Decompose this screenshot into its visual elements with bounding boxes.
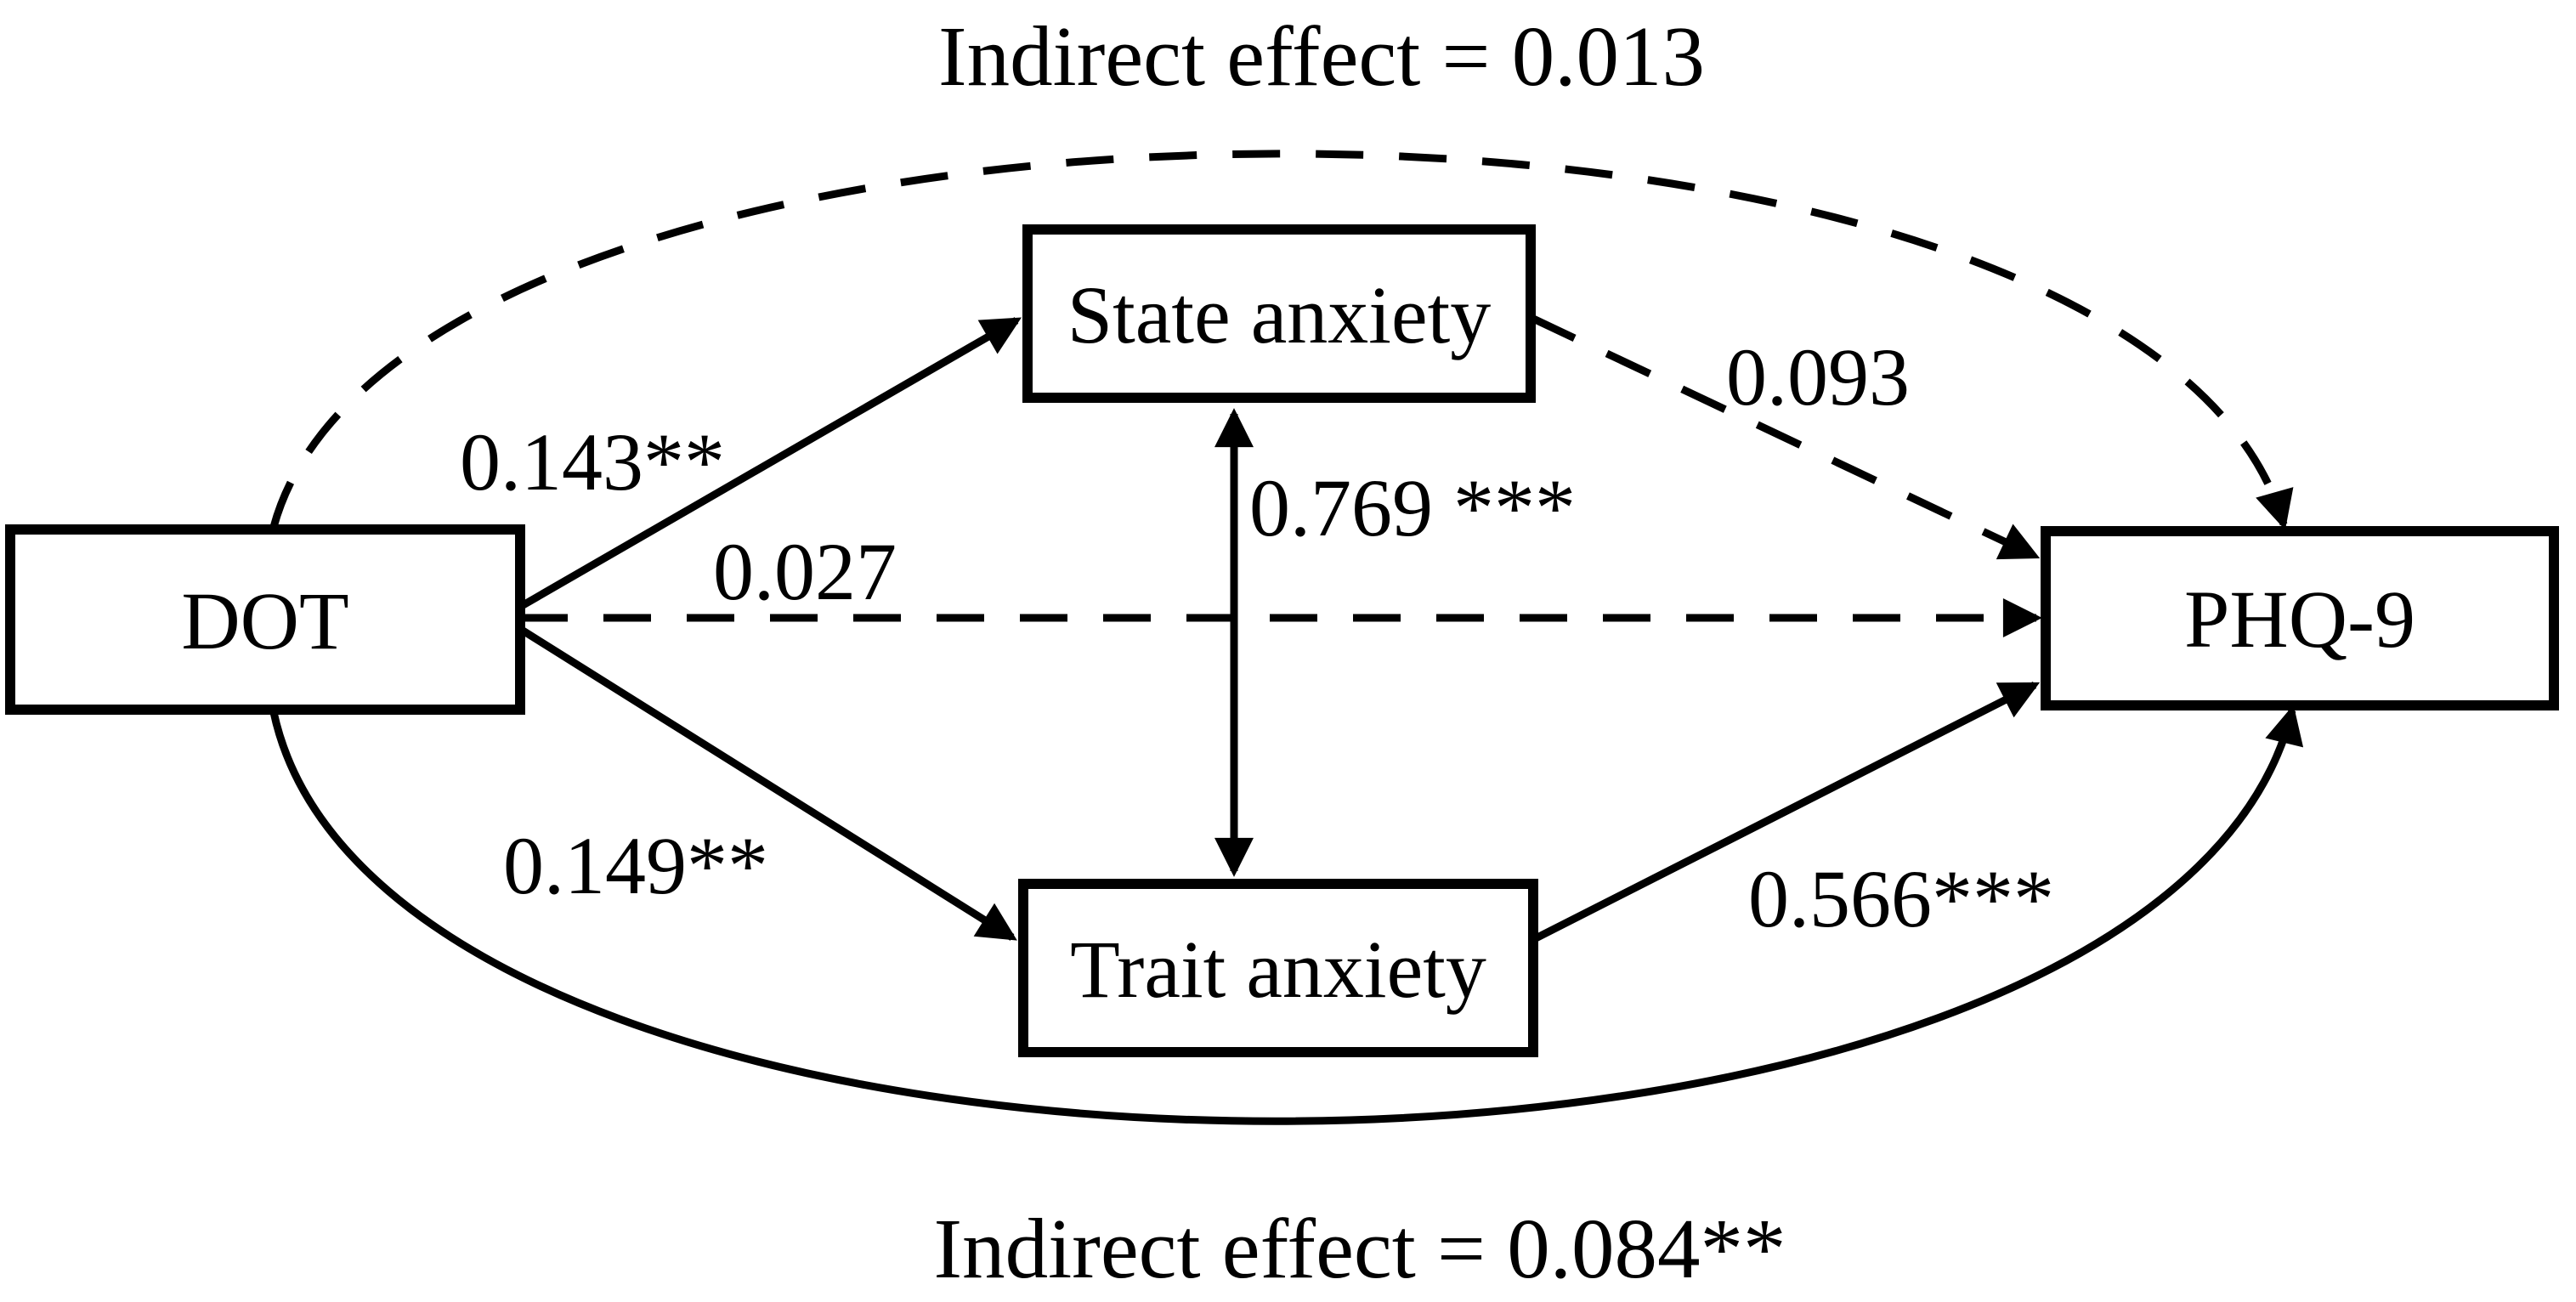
coef-state-to-phq9: 0.093	[1726, 331, 1910, 422]
node-dot-box	[5, 524, 525, 715]
node-trait-anxiety-box	[1018, 879, 1538, 1057]
indirect-bottom-arc-arrow	[269, 705, 2303, 1125]
indirect-effect-top-label: Indirect effect = 0.013	[938, 8, 1705, 104]
coef-dot-to-state: 0.143**	[460, 416, 725, 507]
edge-dot-to-state-arrow	[518, 317, 1022, 610]
node-state-anxiety-box	[1022, 224, 1536, 403]
node-state-anxiety-label: State anxiety	[1067, 269, 1492, 360]
edge-dot-to-trait-arrow	[518, 626, 1017, 941]
edge-trait-to-phq9-arrow	[1533, 681, 2041, 943]
coef-trait-to-phq9: 0.566***	[1748, 853, 2054, 944]
indirect-top-arc-arrow	[269, 150, 2294, 530]
node-trait-anxiety-label: Trait anxiety	[1070, 924, 1486, 1015]
coef-state-trait-covariance: 0.769 ***	[1249, 462, 1576, 553]
indirect-effect-bottom-label: Indirect effect = 0.084**	[934, 1201, 1786, 1296]
node-phq9-label: PHQ-9	[2184, 574, 2415, 665]
node-phq9-box	[2041, 526, 2559, 710]
coef-dot-to-trait: 0.149**	[503, 820, 768, 911]
edge-state-to-phq9-arrow	[1530, 314, 2041, 560]
node-dot-label: DOT	[181, 575, 348, 666]
coef-dot-to-phq9-direct: 0.027	[713, 526, 897, 617]
